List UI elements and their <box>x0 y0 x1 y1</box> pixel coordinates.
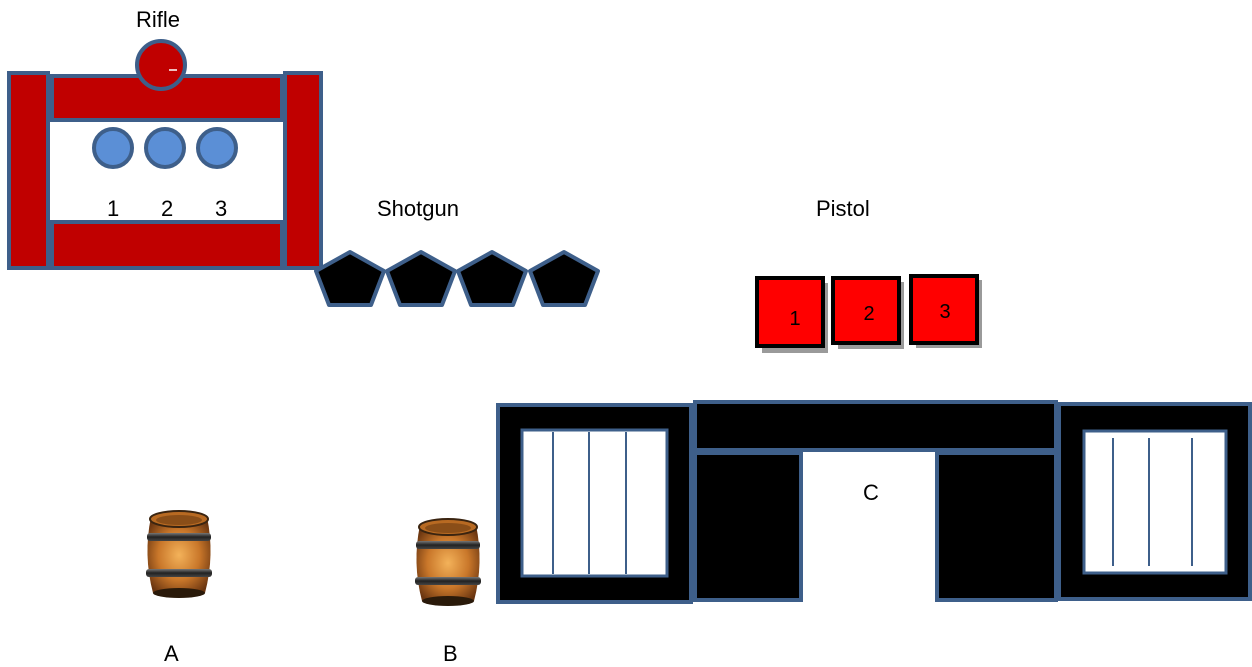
barrel-icon <box>146 510 212 598</box>
shotgun-target-2 <box>385 250 457 307</box>
shotgun-title: Shotgun <box>377 196 459 221</box>
rifle-target-1-number: 1 <box>107 196 120 221</box>
pistol-plate-1 <box>755 276 825 348</box>
shotgun-target-4 <box>528 250 600 307</box>
rifle-target-1 <box>92 127 134 169</box>
pistol-plate-3-number: 3 <box>939 301 950 323</box>
rifle-right-post <box>283 71 323 270</box>
right-window <box>1082 429 1228 575</box>
rifle-target-3-number: 3 <box>215 196 228 221</box>
left-window <box>520 428 669 578</box>
building-c <box>496 400 1252 604</box>
building-top-beam <box>693 400 1058 452</box>
pistol-plate-2-number: 2 <box>863 303 874 325</box>
rifle-station <box>7 39 323 270</box>
rifle-left-post <box>7 71 50 270</box>
rifle-bottom-bar <box>50 220 284 270</box>
pistol-plate-1-number: 1 <box>789 308 800 330</box>
pistol-plate-2 <box>831 276 901 345</box>
rifle-target-2-number: 2 <box>161 196 174 221</box>
shotgun-targets <box>314 250 600 307</box>
rifle-title: Rifle <box>136 7 181 32</box>
pistol-plate-3 <box>909 274 979 345</box>
shotgun-target-3 <box>456 250 528 307</box>
position-a-label: A <box>164 641 179 666</box>
rifle-gong <box>135 39 187 91</box>
position-b-label: B <box>443 641 458 666</box>
rifle-target-3 <box>196 127 238 169</box>
pistol-title: Pistol <box>816 196 870 221</box>
building-right-pillar <box>935 451 1058 602</box>
shotgun-target-1 <box>314 250 386 307</box>
pistol-targets: 1 2 3 <box>755 274 982 353</box>
rifle-target-2 <box>144 127 186 169</box>
building-left-pillar <box>693 451 803 602</box>
barrel-icon <box>415 518 481 606</box>
position-c-label: C <box>863 480 879 505</box>
